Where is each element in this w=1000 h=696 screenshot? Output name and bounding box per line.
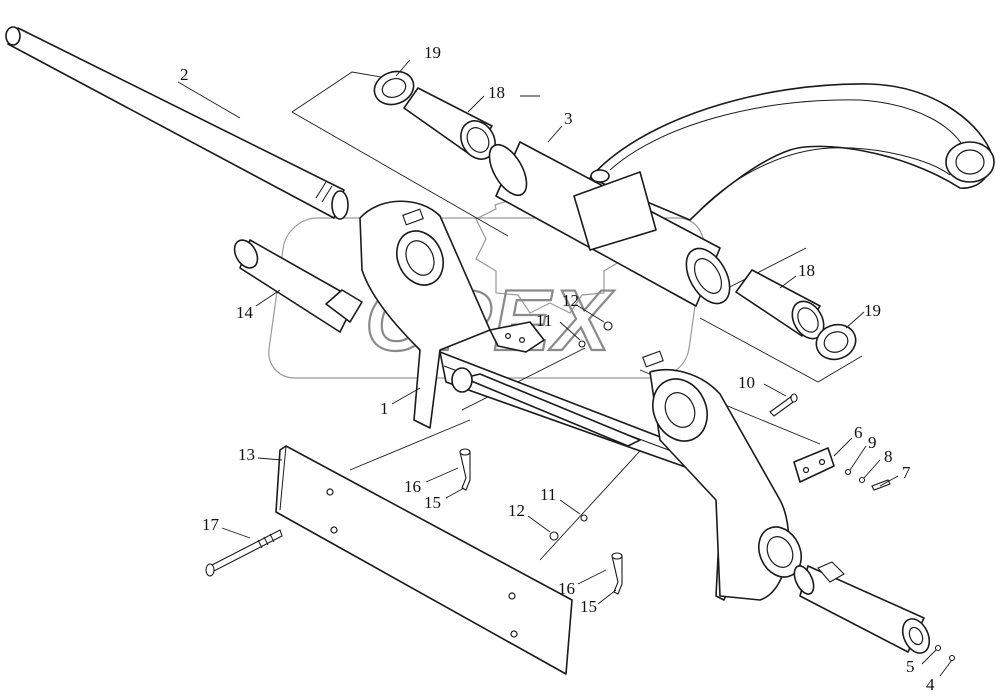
part-6-small-plate xyxy=(793,447,835,483)
callout-15: 15 xyxy=(424,493,441,512)
callout-7: 7 xyxy=(902,463,911,482)
part-2-long-shaft xyxy=(5,26,349,220)
callout-16: 16 xyxy=(558,579,575,598)
callout-6: 6 xyxy=(854,423,863,442)
part-14-pin xyxy=(233,239,363,333)
assembly-lines xyxy=(291,71,863,561)
callout-8: 8 xyxy=(884,447,893,466)
part-18-lower-bushing xyxy=(735,269,825,340)
callout-14: 14 xyxy=(236,303,254,322)
callout-15: 15 xyxy=(580,597,597,616)
callout-18: 18 xyxy=(488,83,505,102)
callout-11: 11 xyxy=(540,485,556,504)
callout-2: 2 xyxy=(180,65,189,84)
part-15-16-upper-fitting xyxy=(459,448,471,491)
callout-5: 5 xyxy=(906,657,915,676)
part-3-swing-arm xyxy=(488,83,995,307)
callout-17: 17 xyxy=(202,515,220,534)
callout-19: 19 xyxy=(864,301,881,320)
callout-3: 3 xyxy=(564,109,573,128)
part-13-plate xyxy=(275,445,573,675)
callout-12: 12 xyxy=(562,291,579,310)
part-11-12-lower-hardware xyxy=(549,514,588,541)
callout-1: 1 xyxy=(380,399,389,418)
part-18-upper-bushing xyxy=(403,87,496,160)
callout-9: 9 xyxy=(868,433,877,452)
callout-19: 19 xyxy=(424,43,441,62)
callout-10: 10 xyxy=(738,373,755,392)
callout-18: 18 xyxy=(798,261,815,280)
part-5-lower-pin xyxy=(793,561,956,662)
part-11-12-upper-hardware xyxy=(578,321,613,348)
callout-numbers: 2 19 18 3 18 19 14 12 11 1 10 6 9 8 7 13… xyxy=(180,43,935,694)
callout-13: 13 xyxy=(238,445,255,464)
part-19-upper-ring xyxy=(373,70,415,106)
callout-12: 12 xyxy=(508,501,525,520)
part-19-lower-ring xyxy=(815,323,857,361)
part-7-8-9-hardware xyxy=(844,468,891,491)
callout-4: 4 xyxy=(926,675,935,694)
part-10-bolt xyxy=(769,393,798,417)
part-15-16-lower-fitting xyxy=(611,552,623,595)
callout-11: 11 xyxy=(536,311,552,330)
part-17-bolt xyxy=(205,529,283,577)
callout-16: 16 xyxy=(404,477,421,496)
part-1-frame xyxy=(359,200,802,601)
leader-lines xyxy=(177,59,953,677)
